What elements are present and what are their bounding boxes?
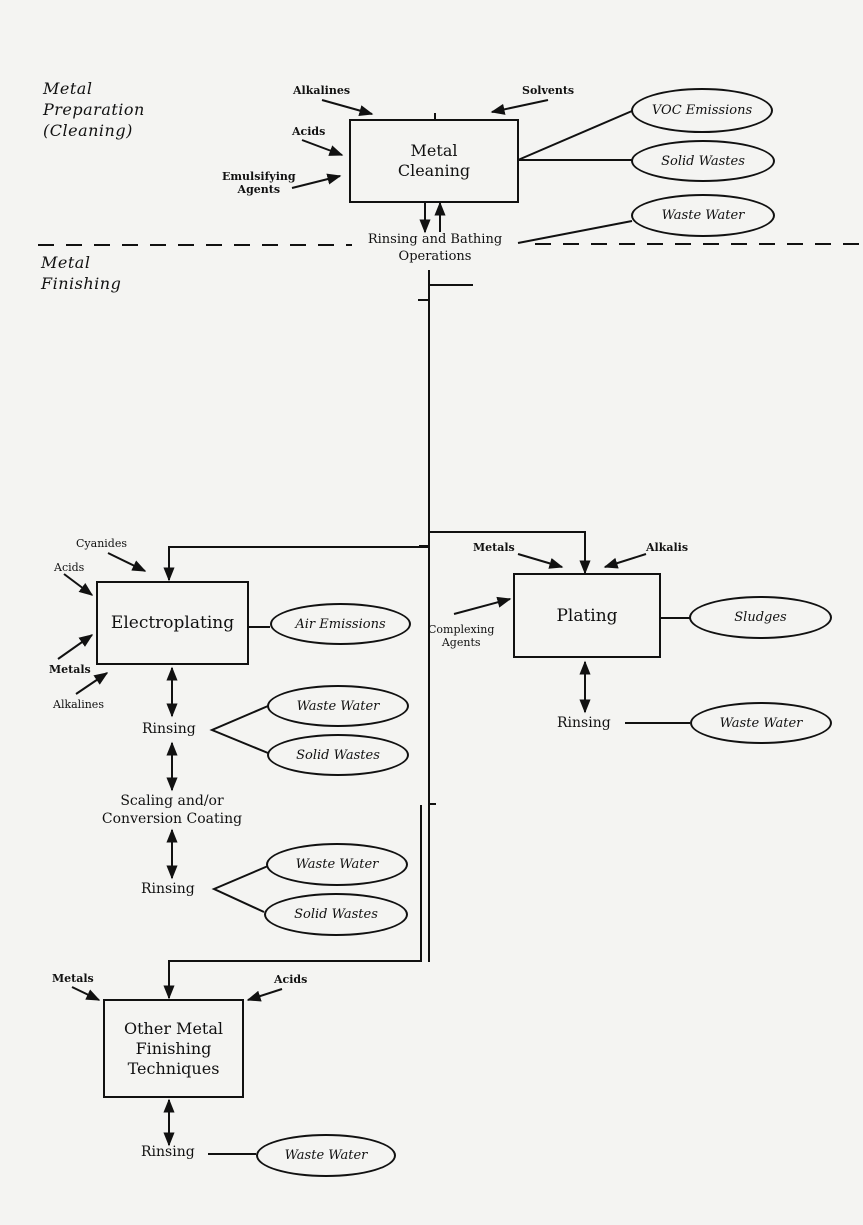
arrow-complexing xyxy=(453,596,512,615)
arrow-emulsifying xyxy=(291,173,342,189)
box-label-line: Other Metal xyxy=(124,1018,223,1038)
output-waste-water-electro-1: Waste Water xyxy=(267,685,409,727)
arrow-metals-other xyxy=(71,986,101,1001)
arrow-metals-plating xyxy=(517,553,564,569)
output-waste-water-other: Waste Water xyxy=(256,1134,396,1177)
line-rinsing1-outputs xyxy=(209,705,269,754)
output-waste-water-electro-2: Waste Water xyxy=(266,843,408,886)
output-sludges: Sludges xyxy=(689,596,832,639)
arrow-alkalis xyxy=(603,553,647,569)
output-waste-water-cleaning: Waste Water xyxy=(631,194,775,237)
output-solid-wastes-cleaning: Solid Wastes xyxy=(631,140,775,182)
input-line: Emulsifying xyxy=(222,170,296,183)
arrow-acids-electro xyxy=(63,573,94,596)
output-waste-water-plating: Waste Water xyxy=(690,702,832,744)
line-waste-water-cleaning xyxy=(517,220,633,244)
step-rinsing-plating: Rinsing xyxy=(557,715,611,731)
step-scaling-conversion-coating: Scaling and/or Conversion Coating xyxy=(97,792,247,828)
arrow-cyanides xyxy=(107,552,147,572)
output-voc-emissions: VOC Emissions xyxy=(631,88,773,133)
box-label-line: Techniques xyxy=(127,1058,220,1078)
line-rinsing2-outputs xyxy=(211,865,269,913)
arrow-solvents xyxy=(490,99,549,115)
input-acids-cleaning: Acids xyxy=(292,125,326,138)
input-metals-plating: Metals xyxy=(473,541,515,554)
arrow-acids-cleaning xyxy=(301,139,344,156)
output-solid-wastes-electro-1: Solid Wastes xyxy=(267,734,409,776)
step-rinsing-electro-2: Rinsing xyxy=(141,881,195,897)
output-air-emissions: Air Emissions xyxy=(270,603,411,645)
input-alkalines-electro: Alkalines xyxy=(53,698,104,711)
section-label-line: Finishing xyxy=(41,274,122,293)
arrow-metals-electro xyxy=(57,634,94,660)
section-label-preparation: Metal Preparation (Cleaning) xyxy=(43,78,145,141)
section-label-line: Preparation xyxy=(43,100,145,119)
output-solid-wastes-electro-2: Solid Wastes xyxy=(264,893,408,936)
process-box-other-metal-finishing: Other Metal Finishing Techniques xyxy=(103,999,244,1098)
step-line: Operations xyxy=(398,249,472,264)
input-line: Agents xyxy=(237,183,281,196)
input-alkalines: Alkalines xyxy=(293,84,351,97)
branch-other xyxy=(163,805,422,1000)
step-rinsing-other: Rinsing xyxy=(141,1144,195,1160)
step-rinsing-bathing: Rinsing and Bathing Operations xyxy=(353,231,517,265)
input-metals-electro: Metals xyxy=(49,663,91,676)
input-complexing-agents: Complexing Agents xyxy=(428,623,494,649)
step-line: Conversion Coating xyxy=(101,811,243,827)
process-box-plating: Plating xyxy=(513,573,661,658)
input-metals-other: Metals xyxy=(52,972,94,985)
arrow-acids-other xyxy=(246,988,283,1002)
step-line: Rinsing and Bathing xyxy=(367,232,503,247)
step-line: Scaling and/or xyxy=(120,793,224,809)
box-label-line: Cleaning xyxy=(397,161,471,180)
section-label-line: Metal xyxy=(41,253,91,272)
branch-plating xyxy=(429,531,591,575)
input-cyanides: Cyanides xyxy=(76,537,127,550)
step-rinsing-electro-1: Rinsing xyxy=(142,721,196,737)
line-voc xyxy=(517,110,633,161)
input-line: Complexing xyxy=(428,623,495,636)
input-alkalis: Alkalis xyxy=(646,541,689,554)
box-label-line: Metal xyxy=(410,141,458,160)
input-emulsifying-agents: Emulsifying Agents xyxy=(222,170,296,196)
arrow-alkalines xyxy=(321,99,374,116)
input-line: Agents xyxy=(441,636,481,649)
input-acids-other: Acids xyxy=(274,973,308,986)
arrow-alkalines-electro xyxy=(75,672,109,695)
input-solvents: Solvents xyxy=(522,84,575,97)
section-label-line: (Cleaning) xyxy=(43,121,133,140)
box-label-line: Finishing xyxy=(135,1038,212,1058)
process-box-metal-cleaning: Metal Cleaning xyxy=(349,119,519,203)
section-label-finishing: Metal Finishing xyxy=(41,252,121,294)
process-box-electroplating: Electroplating xyxy=(96,581,249,665)
section-label-line: Metal xyxy=(43,79,93,98)
input-acids-electro: Acids xyxy=(54,561,85,574)
branch-electroplating xyxy=(163,546,429,582)
